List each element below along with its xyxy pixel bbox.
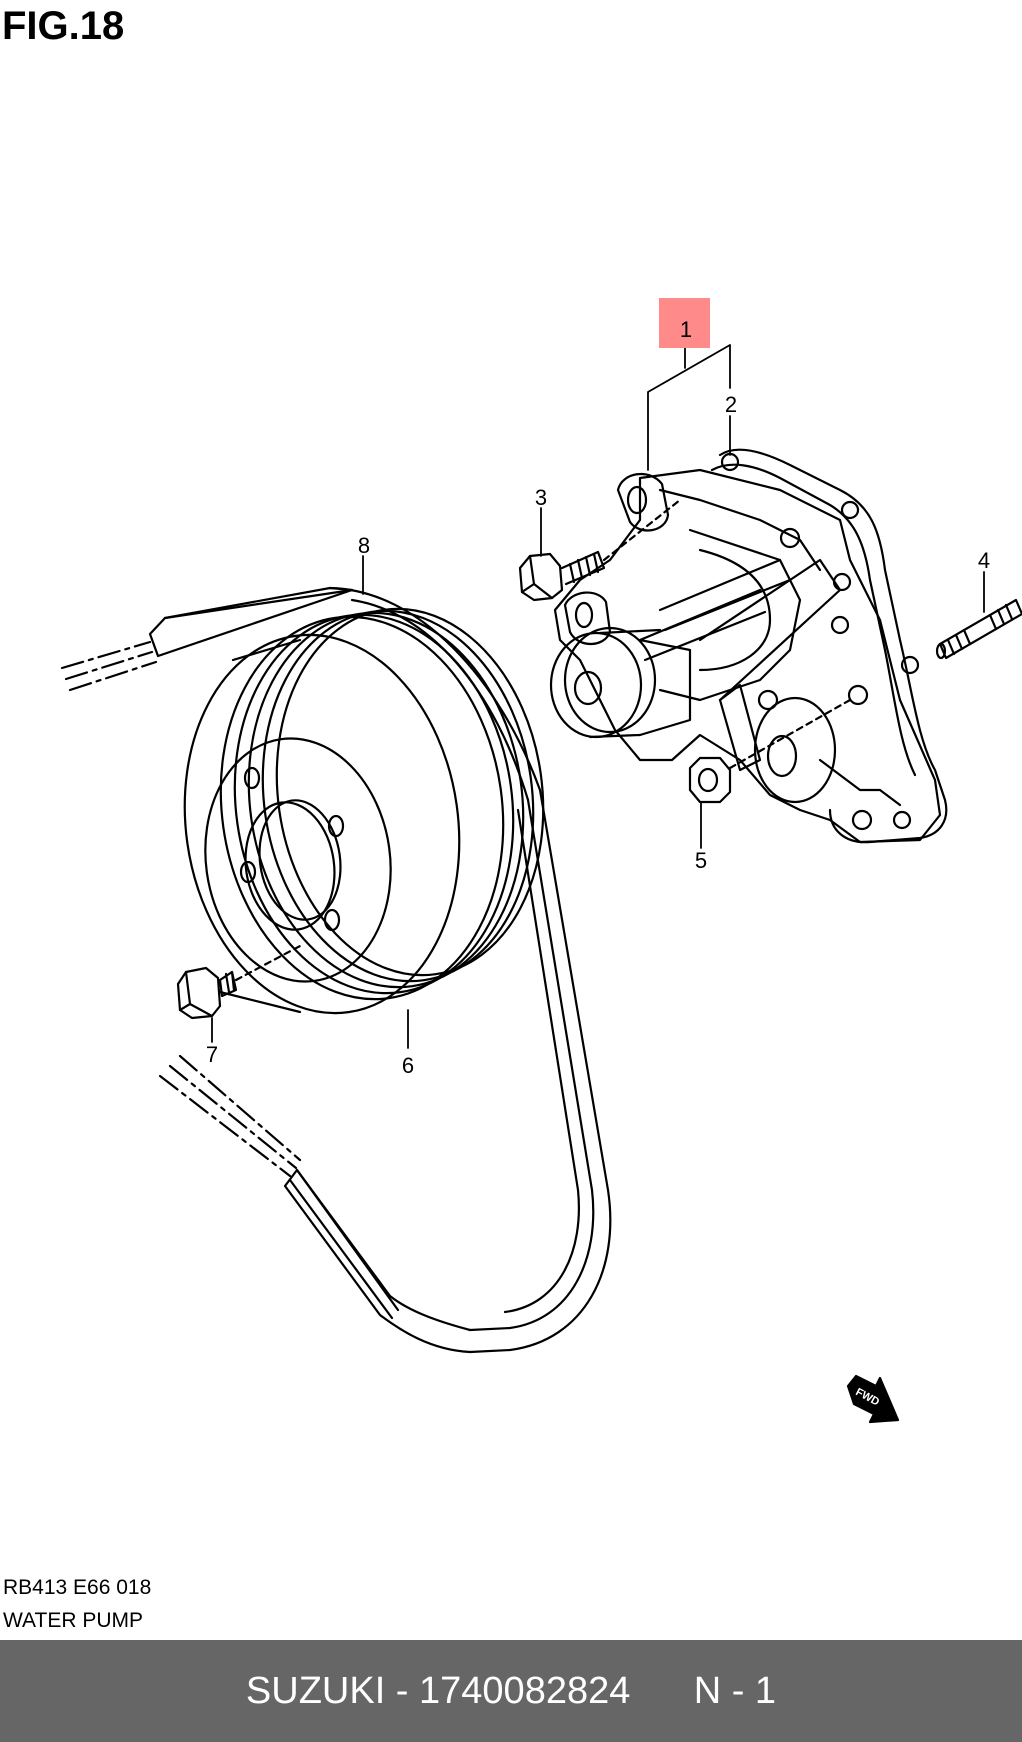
stud (935, 598, 1022, 660)
pump-nut (688, 698, 852, 804)
callout-7[interactable]: 7 (206, 1042, 218, 1067)
callout-6[interactable]: 6 (402, 1053, 414, 1078)
figure-title: FIG.18 (2, 4, 125, 48)
callout-8[interactable]: 8 (358, 533, 370, 558)
callout-5[interactable]: 5 (695, 848, 707, 873)
callout-2[interactable]: 2 (725, 392, 737, 417)
footer-spacer (630, 1670, 693, 1713)
pulley (183, 607, 545, 1015)
water-pump (549, 448, 948, 844)
drive-belt (60, 586, 612, 1354)
callout-4[interactable]: 4 (978, 548, 990, 573)
fwd-arrow (846, 1374, 900, 1424)
leader-line-1-bracket (647, 344, 731, 471)
pump-bolt (518, 498, 682, 602)
footer-bar: SUZUKI - 1740082824 N - 1 (0, 1640, 1022, 1742)
footer-brand-part: SUZUKI - 1740082824 (245, 1669, 631, 1712)
callout-1[interactable]: 1 (680, 317, 692, 342)
callout-highlight (659, 298, 710, 348)
callout-3[interactable]: 3 (535, 485, 547, 510)
pulley-bolt (176, 944, 302, 1020)
footer-quantity: N - 1 (693, 1669, 777, 1712)
diagram-code: RB413 E66 018 (3, 1576, 152, 1599)
diagram-name: WATER PUMP (3, 1609, 143, 1632)
